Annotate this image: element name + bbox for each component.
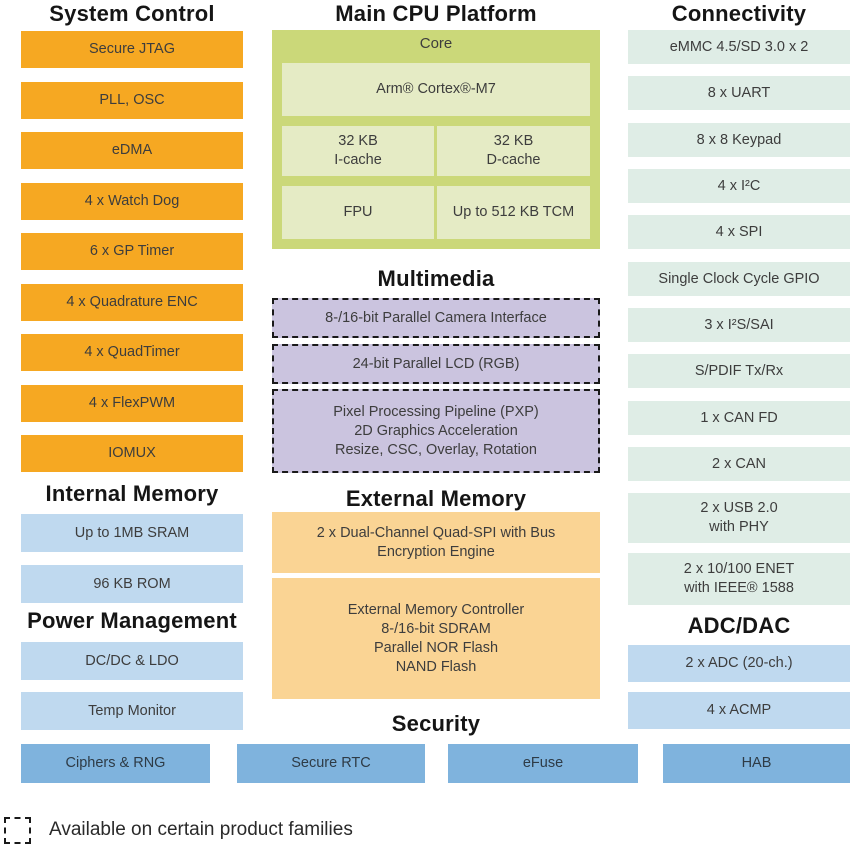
block-keypad: 8 x 8 Keypad [628, 123, 850, 157]
block-secure-rtc: Secure RTC [237, 744, 425, 783]
cpu-core-block: Core Arm® Cortex®-M7 32 KB I-cache 32 KB… [272, 30, 600, 249]
block-can: 2 x CAN [628, 447, 850, 481]
text-line: Pixel Processing Pipeline (PXP) [333, 403, 539, 420]
block-enet: 2 x 10/100 ENET with IEEE® 1588 [628, 553, 850, 605]
title-connectivity: Connectivity [671, 1, 807, 26]
block-pll-osc: PLL, OSC [21, 82, 243, 119]
text-line: I-cache [334, 152, 382, 168]
core-label: Core [419, 35, 453, 52]
block-quadtimer: 4 x QuadTimer [21, 334, 243, 371]
block-external-memory-controller: External Memory Controller 8-/16-bit SDR… [272, 578, 600, 699]
title-power-management: Power Management [27, 608, 237, 633]
text-line: Resize, CSC, Overlay, Rotation [335, 441, 537, 458]
text-line: 2 x USB 2.0 [700, 500, 778, 516]
block-flexpwm: 4 x FlexPWM [21, 385, 243, 422]
text-line: 2 x Dual-Channel Quad-SPI with Bus [316, 524, 556, 541]
block-cortex-m7: Arm® Cortex®-M7 [282, 63, 590, 116]
block-iomux: IOMUX [21, 435, 243, 472]
block-adc: 2 x ADC (20-ch.) [628, 645, 850, 682]
legend: Available on certain product families [4, 815, 353, 845]
text-line: Encryption Engine [377, 543, 495, 560]
text-line: 8-/16-bit SDRAM [381, 620, 491, 637]
text-line: External Memory Controller [347, 601, 525, 618]
block-usb: 2 x USB 2.0 with PHY [628, 493, 850, 543]
text-line: with IEEE® 1588 [684, 580, 794, 596]
block-quadrature-enc: 4 x Quadrature ENC [21, 284, 243, 321]
title-adc-dac: ADC/DAC [687, 613, 791, 638]
block-sram: Up to 1MB SRAM [21, 514, 243, 552]
block-gp-timer: 6 x GP Timer [21, 233, 243, 270]
block-secure-jtag: Secure JTAG [21, 31, 243, 68]
left-column: System Control Secure JTAG PLL, OSC eDMA… [21, 0, 243, 850]
block-parallel-lcd: 24-bit Parallel LCD (RGB) [272, 344, 600, 384]
block-efuse: eFuse [448, 744, 638, 783]
block-dcdc-ldo: DC/DC & LDO [21, 642, 243, 680]
text-line: 2D Graphics Acceleration [354, 422, 518, 439]
block-hab: HAB [663, 744, 850, 783]
text-line: NAND Flash [395, 658, 477, 675]
text-line: Parallel NOR Flash [373, 639, 499, 656]
block-edma: eDMA [21, 132, 243, 169]
legend-label: Available on certain product families [49, 819, 353, 840]
title-multimedia: Multimedia [377, 266, 495, 291]
text-line: 2 x 10/100 ENET [683, 561, 795, 577]
title-external-memory: External Memory [345, 486, 527, 511]
block-tcm: Up to 512 KB TCM [437, 186, 590, 239]
middle-column: Main CPU Platform Core Arm® Cortex®-M7 3… [272, 0, 600, 850]
text-line: with PHY [709, 519, 769, 535]
block-pxp: Pixel Processing Pipeline (PXP) 2D Graph… [272, 389, 600, 473]
title-security: Security [391, 711, 481, 736]
block-gpio: Single Clock Cycle GPIO [628, 262, 850, 296]
block-ciphers-rng: Ciphers & RNG [21, 744, 210, 783]
block-rom: 96 KB ROM [21, 565, 243, 603]
legend-dashed-box-icon [4, 816, 31, 844]
block-temp-monitor: Temp Monitor [21, 692, 243, 730]
block-watch-dog: 4 x Watch Dog [21, 183, 243, 220]
text-line: 32 KB [493, 133, 534, 149]
text-line: D-cache [486, 152, 541, 168]
block-uart: 8 x UART [628, 76, 850, 110]
block-can-fd: 1 x CAN FD [628, 401, 850, 435]
block-spdif: S/PDIF Tx/Rx [628, 354, 850, 388]
block-spi: 4 x SPI [628, 215, 850, 249]
right-column: Connectivity eMMC 4.5/SD 3.0 x 2 8 x UAR… [628, 0, 850, 850]
block-i2s-sai: 3 x I²S/SAI [628, 308, 850, 342]
block-dcache: 32 KB D-cache [437, 126, 590, 176]
title-internal-memory: Internal Memory [45, 481, 219, 506]
block-quad-spi: 2 x Dual-Channel Quad-SPI with Bus Encry… [272, 512, 600, 573]
block-i2c: 4 x I²C [628, 169, 850, 203]
block-camera-interface: 8-/16-bit Parallel Camera Interface [272, 298, 600, 338]
title-system-control: System Control [49, 1, 215, 26]
block-fpu: FPU [282, 186, 434, 239]
text-line: 32 KB [338, 133, 378, 149]
block-emmc-sd: eMMC 4.5/SD 3.0 x 2 [628, 30, 850, 64]
block-icache: 32 KB I-cache [282, 126, 434, 176]
block-acmp: 4 x ACMP [628, 692, 850, 729]
title-main-cpu-platform: Main CPU Platform [335, 1, 537, 26]
